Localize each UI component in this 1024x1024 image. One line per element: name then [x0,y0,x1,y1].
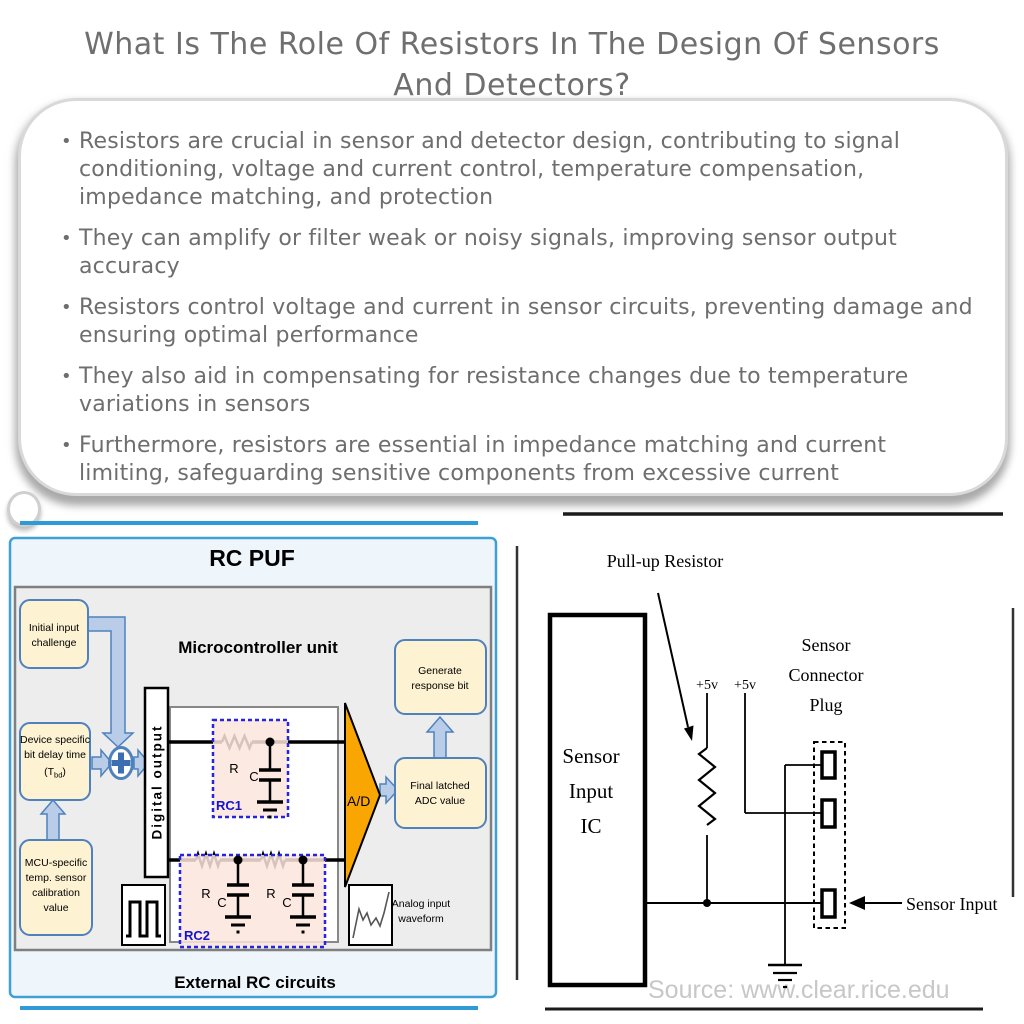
flow-arrow-right-icon [91,747,113,779]
flow-arrow-up-icon [425,715,455,759]
pullup-resistor-label: Pull-up Resistor [607,551,724,571]
r-label: R [229,761,238,776]
connector-pin [820,750,837,780]
c-label: C [282,895,291,910]
device-delay-box: Device specific bit delay time (Tbd) [19,722,91,801]
svg-text:value: value [43,902,68,914]
bullet-item: They also aid in compensating for resist… [59,363,979,419]
rc2-capacitor-icon [290,855,316,934]
plus-icon [108,746,134,780]
plus5v-label: +5v [696,678,718,693]
page-title-line2: And Detectors? [393,68,631,103]
page-title: What Is The Role Of Resistors In The Des… [0,24,1024,106]
microcontroller-label: Microcontroller unit [178,638,338,657]
resistor-icon [697,747,717,826]
junction-dot [703,899,711,907]
bullet-item: Resistors control voltage and current in… [59,294,979,350]
sensor-input-ic-box [547,612,648,988]
rc2-label: RC2 [184,928,210,943]
flow-arrow-up-icon [39,798,67,841]
bullet-item: Resistors are crucial in sensor and dete… [59,128,979,212]
connector-plug-outline [813,741,846,929]
ic-label: IC [581,814,602,838]
pointer-arrow-icon [657,592,694,741]
square-wave-icon [121,884,166,946]
svg-text:temp. sensor: temp. sensor [26,872,87,884]
r-label: R [266,886,275,901]
source-watermark: Source: www.clear.rice.edu [648,976,950,1004]
svg-text:ADC value: ADC value [415,795,465,807]
c-label: C [249,769,258,784]
connector-pin [820,798,837,829]
rc2-box [178,853,327,949]
ic-label: Input [569,779,613,803]
external-rc-label: External RC circuits [174,973,336,992]
pullup-resistor-diagram: Source: www.clear.rice.edu Pull-up Resis… [512,505,1024,1024]
svg-text:Initial input: Initial input [29,622,79,634]
analog-input-label: waveform [397,913,444,925]
flow-arrow-down-icon [87,616,135,749]
connector-label: Sensor [802,635,851,655]
c-label: C [217,895,226,910]
r-label: R [201,886,210,901]
initial-input-box: Initial input challenge [19,599,89,669]
bullet-item: Furthermore, resistors are essential in … [59,432,979,488]
rail-wires [706,693,822,903]
svg-text:challenge: challenge [32,637,77,649]
digital-output-box: Digital output [143,686,170,879]
svg-text:MCU-specific: MCU-specific [25,857,87,869]
ground-icon [768,963,802,989]
rc1-label: RC1 [216,798,242,813]
svg-text:Final latched: Final latched [410,780,470,792]
digital-output-label: Digital output [150,725,165,840]
svg-text:bit delay time: bit delay time [24,749,86,761]
svg-text:(Tbd): (Tbd) [44,766,66,780]
bullet-list: Resistors are crucial in sensor and dete… [21,101,1005,488]
sensor-input-arrow-icon [849,896,902,910]
bullet-item: They can amplify or filter weak or noisy… [59,225,979,281]
summary-bubble: Resistors are crucial in sensor and dete… [7,98,1008,527]
connector-pin [820,888,837,919]
ad-label: A/D [347,793,370,809]
sensor-input-label: Sensor Input [906,894,998,914]
rc1-capacitor-icon [257,737,283,819]
connector-label: Plug [809,695,842,715]
ic-label: Sensor [562,744,619,768]
flow-arrow-right-icon [133,747,150,779]
svg-text:Generate: Generate [418,665,462,677]
svg-text:Device specific: Device specific [20,734,90,746]
ground-wire [784,764,822,965]
flow-arrow-right-icon [379,775,400,805]
final-latched-box: Final latched ADC value [394,757,487,829]
svg-text:response bit: response bit [411,680,468,692]
analog-input-label: Analog input [392,898,450,910]
connector-label: Connector [789,665,864,685]
page-title-line1: What Is The Role Of Resistors In The Des… [84,27,940,62]
rc-puf-diagram: RC PUF Microcontroller unit Initial inpu… [8,517,508,1024]
mcu-calibration-box: MCU-specific temp. sensor calibration va… [19,839,93,936]
generate-response-box: Generate response bit [394,639,487,715]
rc2-capacitor-icon [225,855,251,934]
waveform-icon [348,884,393,946]
svg-text:calibration: calibration [32,887,80,899]
plus5v-label: +5v [734,678,756,693]
adc-triangle [344,702,382,888]
rc-puf-title: RC PUF [209,545,295,571]
